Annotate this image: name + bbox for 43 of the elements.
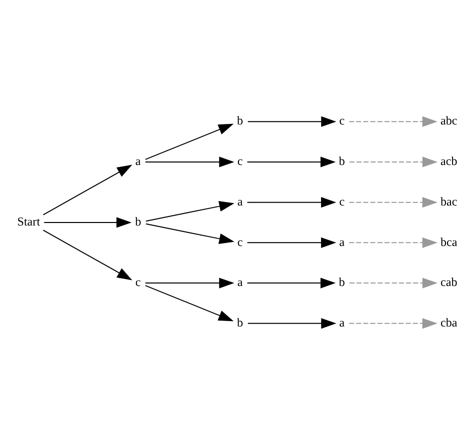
node-text: Start [16,214,40,228]
node-text: a [338,315,344,330]
node-text: a [236,194,242,208]
node-text: b [236,315,243,330]
node-text: b [338,154,344,168]
node-text: bac [440,194,457,208]
node-text: cab [440,274,457,289]
arrow [246,196,336,208]
node-text: a [236,274,242,289]
node-text: c [134,274,140,289]
node-text: cba [440,315,457,330]
arrow [247,318,336,328]
arrow [348,236,437,248]
node-text: abc [440,113,457,128]
node-text: b [236,113,243,128]
node-text: c [338,113,344,128]
arrow [348,318,437,328]
arrow [145,222,234,244]
arrow [247,116,336,126]
arrow [44,216,132,228]
arrow [144,284,234,321]
node-text: b [134,214,141,228]
arrow [246,156,336,167]
arrow [145,200,234,222]
arrow [348,116,437,126]
node-text: bca [440,234,457,248]
arrow [246,236,336,248]
arrow [144,123,234,160]
arrow [246,277,336,288]
arrow [349,156,438,167]
node-text: c [338,194,344,208]
arrow [42,164,132,215]
arrow [348,196,437,208]
arrow [349,277,438,288]
node-text: c [236,234,242,248]
node-text: a [338,234,344,248]
node-text: c [236,154,242,168]
arrow [144,277,234,288]
arrow [144,156,234,167]
node-text: acb [440,154,457,168]
node-text: a [134,154,140,168]
node-text: b [338,274,344,289]
arrow [42,229,132,280]
